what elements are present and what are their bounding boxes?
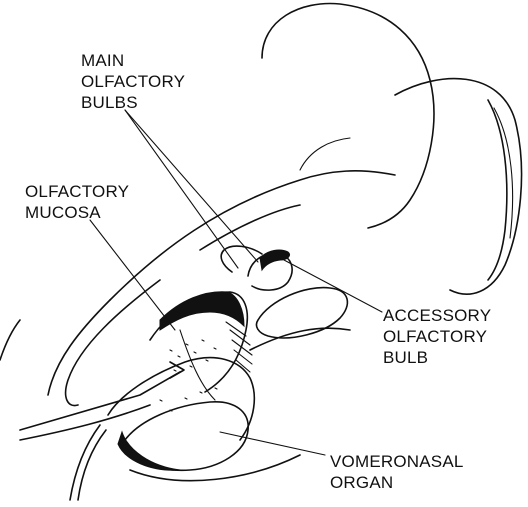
right-ear-inner <box>488 100 507 280</box>
label-line: MUCOSA <box>25 202 129 223</box>
right-ear-outline <box>395 79 522 295</box>
snout-inner-line <box>66 280 160 406</box>
hatch-lines <box>226 322 252 372</box>
stipple-region <box>160 340 217 411</box>
label-olfactory-mucosa: OLFACTORY MUCOSA <box>25 181 129 223</box>
label-main-olfactory-bulbs: MAIN OLFACTORY BULBS <box>81 50 185 113</box>
cheek-line <box>250 328 350 350</box>
label-line: MAIN <box>81 50 185 71</box>
right-ear-inner-2 <box>494 108 513 238</box>
leader-main-bulbs-1 <box>125 110 258 262</box>
head-brow-line <box>200 205 300 250</box>
head-top-contour <box>110 171 395 300</box>
leader-vomeronasal <box>220 432 325 455</box>
snout-outer-line <box>48 300 110 395</box>
nasal-cavity-lower <box>108 358 254 440</box>
label-line: OLFACTORY <box>81 71 185 92</box>
label-line: ORGAN <box>330 472 464 493</box>
label-line: BULBS <box>81 92 185 113</box>
label-accessory-olfactory-bulb: ACCESSORY OLFACTORY BULB <box>383 305 491 368</box>
leader-accessory-bulb <box>284 260 382 312</box>
label-line: OLFACTORY <box>383 326 491 347</box>
jaw-line <box>0 320 20 360</box>
label-line: VOMERONASAL <box>330 451 464 472</box>
curved-nerve-2 <box>78 430 106 500</box>
leader-olfactory-mucosa <box>90 220 175 330</box>
label-line: ACCESSORY <box>383 305 491 326</box>
curved-nerve <box>70 425 100 500</box>
label-vomeronasal-organ: VOMERONASAL ORGAN <box>330 451 464 493</box>
nasal-cavity-dark-band <box>160 292 244 330</box>
ear-inner-line <box>300 138 350 170</box>
label-line: BULB <box>383 347 491 368</box>
ear-outline <box>262 3 434 228</box>
label-line: OLFACTORY <box>25 181 129 202</box>
leader-main-bulbs-2 <box>125 110 238 268</box>
